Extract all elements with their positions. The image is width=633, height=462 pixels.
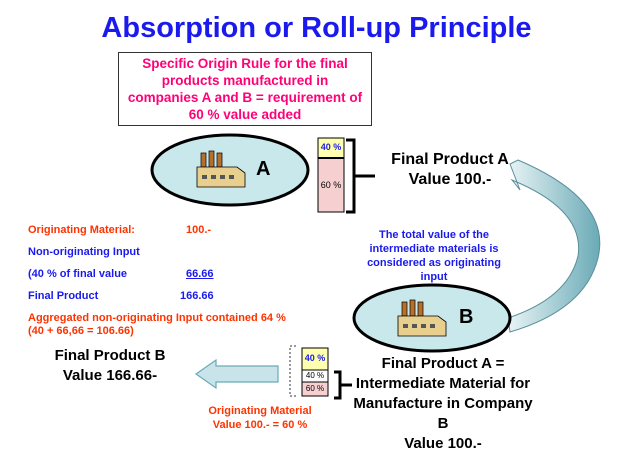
bracket-a — [346, 138, 375, 214]
fpab-line3: Manufacture in Company B — [353, 395, 533, 432]
final-product-a-line1: Final Product A — [391, 151, 509, 168]
intermediate-note: The total value of the intermediate mate… — [367, 229, 501, 283]
factory-a-icon — [196, 150, 246, 188]
bar-b-top-label: 40 % — [304, 353, 326, 363]
final-product-value: 166.66 — [180, 290, 214, 302]
company-a-label: A — [256, 158, 271, 180]
origin-rule-box: Specific Origin Rule for the final produ… — [118, 52, 372, 126]
fpab-line1: Final Product A = — [381, 355, 505, 372]
percent-value: 66.66 — [186, 268, 214, 280]
orig-note-line1: Originating Material — [208, 405, 312, 417]
bar-a-top-label: 40 % — [320, 142, 342, 152]
aggregated-line1: Aggregated non-originating Input contain… — [28, 312, 286, 324]
bar-b-bottom — [301, 381, 329, 397]
final-product-b-label: Final Product B Value 166.66- — [30, 346, 190, 386]
final-product-a-label: Final Product A Value 100.- — [380, 150, 520, 190]
bar-a-bottom — [317, 157, 345, 213]
final-product-a-line2: Value 100.- — [408, 171, 492, 188]
percent-label: (40 % of final value — [28, 268, 128, 280]
bracket-b — [334, 370, 352, 400]
originating-material-note: Originating Material Value 100.- = 60 % — [190, 404, 330, 432]
bar-b-mid-label: 40 % — [305, 371, 325, 380]
page-title: Absorption or Roll-up Principle — [101, 12, 532, 44]
bar-b-bottom-label: 60 % — [305, 384, 325, 393]
fpab-line4: Value 100.- — [404, 435, 482, 452]
final-product-b-line2: Value 166.66- — [62, 367, 158, 384]
bracket-b-dotted — [289, 345, 296, 397]
final-product-b-line1: Final Product B — [54, 347, 166, 364]
factory-b-icon — [397, 299, 447, 337]
originating-label: Originating Material: — [28, 224, 135, 236]
non-originating-label: Non-originating Input — [28, 246, 140, 258]
company-b-label: B — [459, 306, 474, 328]
originating-value: 100.- — [186, 224, 212, 236]
aggregated-line2: (40 + 66,66 = 106.66) — [28, 325, 134, 337]
final-product-a-equals: Final Product A = Intermediate Material … — [350, 354, 536, 454]
orig-note-line2: Value 100.- = 60 % — [212, 419, 308, 431]
bar-a-bottom-label: 60 % — [320, 180, 342, 190]
curved-arrow — [507, 159, 601, 333]
final-product-label: Final Product — [28, 290, 99, 302]
fpab-line2: Intermediate Material for — [355, 375, 531, 392]
left-arrow — [194, 358, 279, 390]
